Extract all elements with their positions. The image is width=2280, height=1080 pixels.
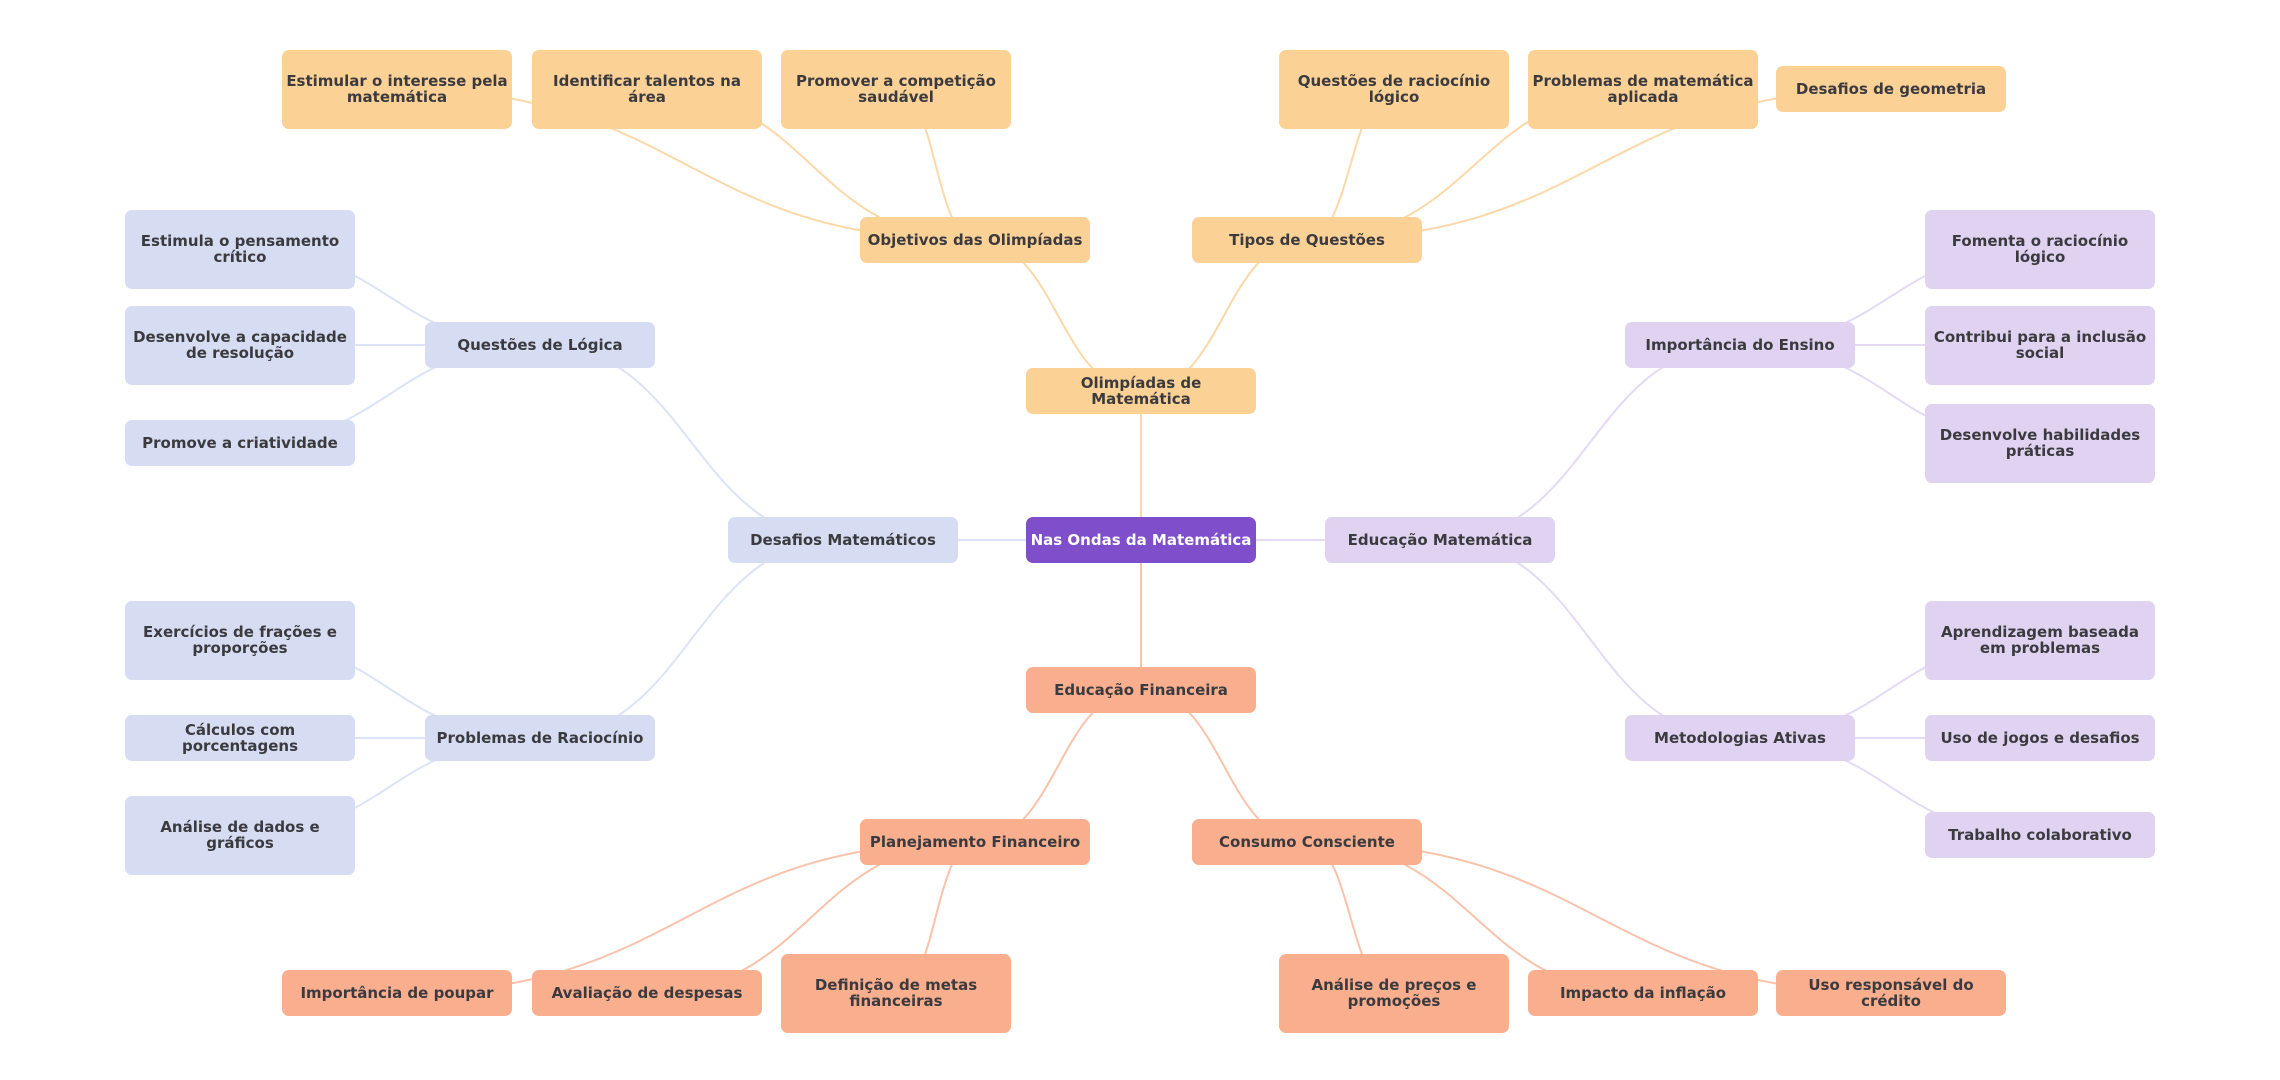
node-jogos[interactable]: Uso de jogos e desafios — [1925, 715, 2155, 761]
node-label: Cálculos com porcentagens — [182, 721, 298, 755]
node-inflacao[interactable]: Impacto da inflação — [1528, 970, 1758, 1016]
node-dados[interactable]: Análise de dados e gráficos — [125, 795, 355, 875]
node-label: Uso responsável do crédito — [1808, 976, 1974, 1010]
node-planejamento[interactable]: Planejamento Financeiro — [860, 819, 1090, 865]
node-consumo[interactable]: Consumo Consciente — [1192, 819, 1422, 865]
node-geometria[interactable]: Desafios de geometria — [1776, 66, 2006, 112]
node-label: Definição de metas financeiras — [814, 975, 978, 1010]
node-criatividade[interactable]: Promove a criatividade — [125, 420, 355, 466]
node-label: Planejamento Financeiro — [869, 833, 1081, 851]
node-fomenta[interactable]: Fomenta o raciocínio lógico — [1925, 209, 2155, 289]
node-habilidades[interactable]: Desenvolve habilidades práticas — [1925, 403, 2155, 483]
node-label: Trabalho colaborativo — [1948, 826, 2132, 844]
node-financeira[interactable]: Educação Financeira — [1026, 667, 1256, 713]
node-estimular[interactable]: Estimular o interesse pela matemática — [282, 49, 512, 129]
node-label: Desafios Matemáticos — [750, 531, 936, 549]
node-label: Metodologias Ativas — [1654, 729, 1826, 747]
node-label: Olimpíadas de Matemática — [1080, 374, 1202, 408]
node-label: Questões de raciocínio lógico — [1297, 71, 1491, 106]
node-raciocinio[interactable]: Problemas de Raciocínio — [425, 715, 655, 761]
node-label: Desafios de geometria — [1795, 80, 1987, 98]
node-metas[interactable]: Definição de metas financeiras — [781, 953, 1011, 1033]
node-label: Exercícios de frações e proporções — [143, 622, 337, 657]
node-tipos[interactable]: Tipos de Questões — [1192, 217, 1422, 263]
node-label: Nas Ondas da Matemática — [1030, 531, 1252, 549]
node-capacidade[interactable]: Desenvolve a capacidade de resolução — [125, 305, 355, 385]
node-label: Problemas de matemática aplicada — [1532, 71, 1754, 106]
node-aplicada[interactable]: Problemas de matemática aplicada — [1528, 49, 1758, 129]
node-label: Educação Financeira — [1054, 681, 1228, 699]
node-label: Desenvolve a capacidade de resolução — [133, 327, 347, 362]
node-porcentagens[interactable]: Cálculos com porcentagens — [125, 715, 355, 761]
node-label: Educação Matemática — [1347, 531, 1533, 549]
node-educacao-mat[interactable]: Educação Matemática — [1325, 517, 1555, 563]
node-aprendizagem[interactable]: Aprendizagem baseada em problemas — [1925, 600, 2155, 680]
edge-desafios-to-raciocinio — [539, 539, 844, 739]
node-desafios[interactable]: Desafios Matemáticos — [728, 517, 958, 563]
edge-educacao-mat-to-importancia — [1439, 344, 1741, 541]
node-raciocinio-logico[interactable]: Questões de raciocínio lógico — [1279, 49, 1509, 129]
node-fracoes[interactable]: Exercícios de frações e proporções — [125, 600, 355, 680]
node-label: Avaliação de despesas — [551, 984, 743, 1002]
node-label: Análise de dados e gráficos — [160, 817, 320, 852]
edge-educacao-mat-to-metodologias — [1439, 539, 1741, 739]
node-label: Importância do Ensino — [1645, 336, 1835, 354]
node-label: Identificar talentos na área — [553, 71, 741, 106]
node-label: Aprendizagem baseada em problemas — [1940, 622, 2140, 657]
node-label: Importância de poupar — [300, 984, 494, 1002]
node-label: Tipos de Questões — [1229, 231, 1385, 249]
node-label: Uso de jogos e desafios — [1940, 729, 2140, 747]
node-label: Consumo Consciente — [1219, 833, 1395, 851]
node-olimpiadas[interactable]: Olimpíadas de Matemática — [1026, 368, 1256, 414]
node-precos[interactable]: Análise de preços e promoções — [1279, 953, 1509, 1033]
node-poupar[interactable]: Importância de poupar — [282, 970, 512, 1016]
node-label: Desenvolve habilidades práticas — [1939, 425, 2141, 460]
node-label: Estimular o interesse pela matemática — [286, 71, 508, 106]
node-label: Estimula o pensamento crítico — [140, 231, 340, 266]
edge-desafios-to-logica — [539, 344, 844, 541]
node-identificar[interactable]: Identificar talentos na área — [532, 49, 762, 129]
node-label: Problemas de Raciocínio — [436, 729, 644, 747]
node-promover[interactable]: Promover a competição saudável — [781, 49, 1011, 129]
node-label: Análise de preços e promoções — [1311, 975, 1477, 1010]
node-importancia[interactable]: Importância do Ensino — [1625, 322, 1855, 368]
node-label: Fomenta o raciocínio lógico — [1951, 231, 2129, 266]
node-despesas[interactable]: Avaliação de despesas — [532, 970, 762, 1016]
node-inclusao[interactable]: Contribui para a inclusão social — [1925, 305, 2155, 385]
node-colaborativo[interactable]: Trabalho colaborativo — [1925, 812, 2155, 858]
node-label: Contribui para a inclusão social — [1933, 327, 2147, 362]
node-metodologias[interactable]: Metodologias Ativas — [1625, 715, 1855, 761]
node-credito[interactable]: Uso responsável do crédito — [1776, 970, 2006, 1016]
node-logica[interactable]: Questões de Lógica — [425, 322, 655, 368]
node-label: Promove a criatividade — [142, 434, 338, 452]
node-objetivos[interactable]: Objetivos das Olimpíadas — [860, 217, 1090, 263]
node-pensamento[interactable]: Estimula o pensamento crítico — [125, 209, 355, 289]
root-node[interactable]: Nas Ondas da Matemática — [1026, 517, 1256, 563]
node-label: Objetivos das Olimpíadas — [867, 231, 1083, 249]
node-label: Impacto da inflação — [1559, 984, 1727, 1002]
node-label: Promover a competição saudável — [796, 71, 996, 106]
node-label: Questões de Lógica — [457, 336, 623, 354]
